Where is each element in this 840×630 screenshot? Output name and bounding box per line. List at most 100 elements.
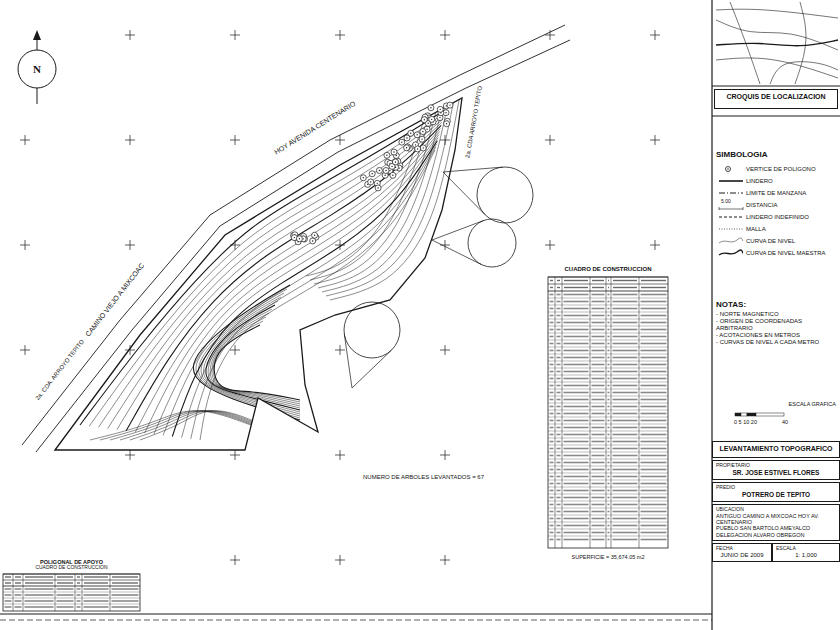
title-block-cell: NOTAS:- NORTE MAGNETICO- ORIGEN DE COORD… [714,300,838,346]
table-entry [57,600,74,602]
table-entry [592,413,605,415]
table-entry [613,413,638,415]
frame-line [0,620,712,621]
table-entry [84,606,109,608]
scale-number: 40 [781,419,789,425]
table-entry [641,497,667,499]
contour [130,411,300,445]
tree-center [395,161,396,162]
table-rule [548,466,668,467]
table-entry [613,378,638,380]
table-entry [613,371,638,373]
legend-sample: 5.00 [716,200,746,210]
grid-cross [230,450,240,460]
contour [100,411,300,445]
table-entry [564,434,589,436]
table-entry [550,399,554,401]
table-entry [641,329,667,331]
table-entry [592,504,605,506]
table-entry [608,427,610,429]
table-rule [3,598,140,599]
tree-symbol [420,129,426,135]
table-entry [608,315,610,317]
table-entry [592,427,605,429]
tree-center [410,133,411,134]
table-entry [613,315,638,317]
table-entry [550,392,554,394]
tree-center [428,123,429,124]
legend-text: DISTANCIA [746,202,778,209]
tree-symbol [312,232,318,238]
table-entry [564,539,589,541]
table-entry [550,301,554,303]
table-entry [5,594,12,596]
table-entry [564,378,589,380]
table-rule [548,438,668,439]
table-rule [590,277,591,548]
table-entry [592,371,605,373]
table-entry [564,448,589,450]
table-entry [550,385,554,387]
title-block-cell: CROQUIS DE LOCALIZACION [714,89,838,109]
legend-sample [716,188,746,198]
table-entry [564,441,589,443]
table-header-entry [592,280,604,281]
table-rule [548,480,668,481]
cell-heading: UBICACION [716,507,836,513]
table-entry [641,490,667,492]
tree-center [389,170,390,171]
cell-heading: FECHA [716,546,768,552]
table-entry [608,364,610,366]
contour [213,321,300,402]
table-rule [639,277,640,548]
tree-center [426,128,427,129]
cell-text: - ORIGEN DE COORDENADAS ARBITRARIO [716,318,836,332]
table-entry [608,504,610,506]
table-entry [608,518,610,520]
table-entry [592,434,605,436]
tree-symbol [383,168,389,174]
table-entry [613,357,638,359]
table-entry [641,441,667,443]
table-entry [25,588,54,590]
table-entry [564,322,589,324]
tree-center [391,166,392,167]
grid-cross [650,135,660,145]
table-entry [592,364,605,366]
table-header-entry [77,576,80,577]
table-header-entry [5,582,11,583]
table-entry [592,378,605,380]
table-entry [557,497,561,499]
table-entry [550,343,554,345]
title-block-cell: LEVANTAMIENTO TOPOGRAFICO [712,441,840,458]
table-entry [613,490,638,492]
table-entry [77,606,81,608]
table-entry [57,588,74,590]
tree-center [406,147,407,148]
table-entry [641,511,667,513]
tree-center [299,238,300,239]
table-entry [592,350,605,352]
location-sketch [716,2,838,84]
tree-center [385,170,386,171]
table-rule [75,574,76,611]
table-entry [641,406,667,408]
tree-center [384,175,385,176]
table-header-entry [550,287,553,288]
table-entry [613,427,638,429]
panel-divider [712,116,840,117]
table-entry [15,600,22,602]
table-rule [548,487,668,488]
table-entry [77,594,81,596]
cell-text: - CURVAS DE NIVEL A CADA METRO [716,339,836,346]
table-entry [557,518,561,520]
sighting-line [443,167,503,172]
contour [90,411,300,445]
table-header-entry [613,280,637,281]
tree-center [386,155,387,156]
table-header-entry [608,287,609,288]
legend-row: VERTICE DE POLIGONO [716,163,840,175]
legend-text: LIMITE DE MANZANA [746,190,806,197]
table-border [3,574,140,611]
contour-lines [80,95,460,445]
